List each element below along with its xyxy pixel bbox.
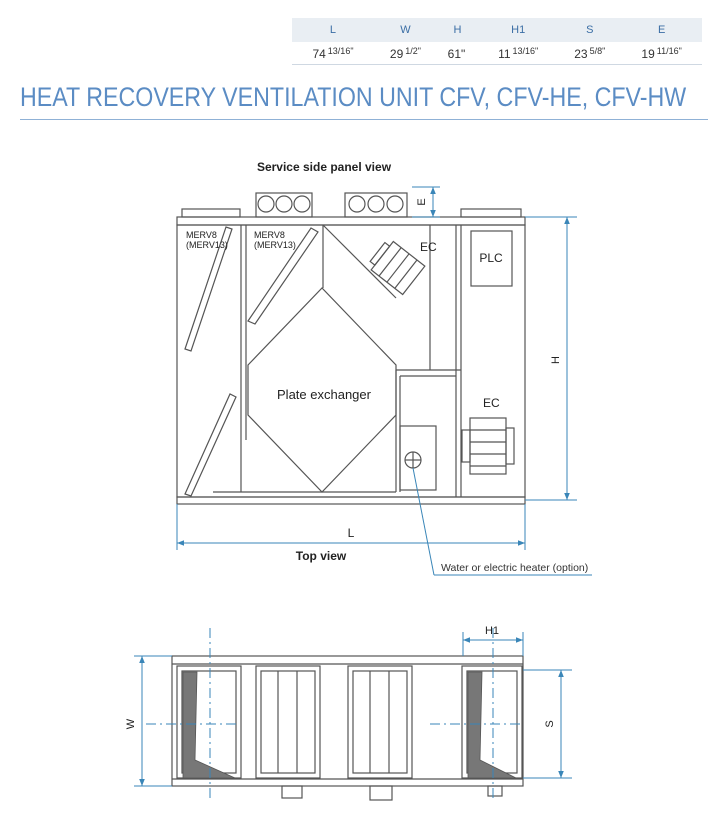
dim-h bbox=[525, 216, 577, 501]
exchanger-diagonal-top bbox=[322, 224, 397, 299]
plc-box bbox=[470, 230, 513, 287]
filter-label-2b: (MERV13) bbox=[254, 240, 296, 250]
dim-w-label: W bbox=[125, 718, 137, 729]
page-title: HEAT RECOVERY VENTILATION UNIT CFV, CFV-… bbox=[20, 82, 687, 112]
header-l: L bbox=[292, 18, 374, 42]
dim-e bbox=[412, 186, 440, 218]
unit-top-view bbox=[171, 655, 524, 801]
ec-fan-label-top: EC bbox=[420, 240, 437, 254]
heater-callout-leader bbox=[412, 467, 592, 576]
duct-ring-2a bbox=[348, 195, 366, 213]
value-h: 61" bbox=[436, 42, 479, 65]
duct-ring-1a bbox=[257, 195, 275, 213]
top-ec-fan bbox=[369, 240, 426, 296]
heater-callout: Water or electric heater (option) bbox=[441, 562, 588, 574]
duct-2-top bbox=[255, 665, 321, 779]
filter-label-2a: MERV8 bbox=[254, 230, 285, 240]
duct-3-top bbox=[347, 665, 413, 779]
collar-left bbox=[181, 208, 241, 218]
dim-h-label: H bbox=[550, 356, 562, 364]
collar-right bbox=[460, 208, 522, 218]
duct-connection-2 bbox=[344, 192, 408, 218]
dim-h1 bbox=[462, 632, 524, 656]
header-e: E bbox=[621, 18, 702, 42]
bottom-rail bbox=[176, 496, 526, 505]
dim-w bbox=[134, 655, 172, 787]
foot-3 bbox=[487, 785, 503, 797]
dim-e-label: E bbox=[416, 198, 428, 205]
duct-ring-2c bbox=[386, 195, 404, 213]
filter-2 bbox=[247, 227, 319, 325]
duct-ring-1c bbox=[293, 195, 311, 213]
unit-body bbox=[176, 224, 526, 498]
filter-label-1a: MERV8 bbox=[186, 230, 217, 240]
dim-l-label: L bbox=[348, 526, 355, 540]
dim-s bbox=[523, 669, 572, 779]
duct-ring-1b bbox=[275, 195, 293, 213]
header-h1: H1 bbox=[478, 18, 559, 42]
dim-h1-label: H1 bbox=[485, 625, 499, 637]
duct-ring-2b bbox=[367, 195, 385, 213]
dim-l bbox=[176, 504, 526, 550]
foot-2 bbox=[369, 785, 393, 801]
filter-1 bbox=[184, 226, 233, 352]
plc-label: PLC bbox=[479, 251, 503, 265]
ec-fan-label-bottom: EC bbox=[483, 396, 500, 410]
plate-exchanger-label: Plate exchanger bbox=[277, 387, 372, 402]
baffle-right bbox=[467, 671, 517, 779]
filter-1-lower bbox=[184, 393, 237, 497]
plate-exchanger-shape bbox=[247, 287, 397, 493]
service-side-caption: Service side panel view bbox=[257, 160, 392, 174]
unit-side-view bbox=[176, 192, 526, 505]
center-lines bbox=[146, 628, 522, 800]
bottom-ec-fan bbox=[461, 417, 515, 475]
top-rail bbox=[176, 216, 526, 226]
duct-connection-1 bbox=[255, 192, 313, 218]
baffle-left bbox=[182, 671, 236, 779]
header-s: S bbox=[558, 18, 622, 42]
heater-box bbox=[399, 425, 437, 491]
filter-label-1b: (MERV13) bbox=[186, 240, 228, 250]
top-view-caption: Top view bbox=[296, 549, 347, 563]
dim-s-label: S bbox=[544, 720, 556, 727]
title-divider bbox=[20, 119, 708, 120]
header-h: H bbox=[436, 18, 479, 42]
unit-outline-top bbox=[171, 655, 524, 787]
foot-1 bbox=[281, 785, 303, 799]
header-w: W bbox=[373, 18, 437, 42]
